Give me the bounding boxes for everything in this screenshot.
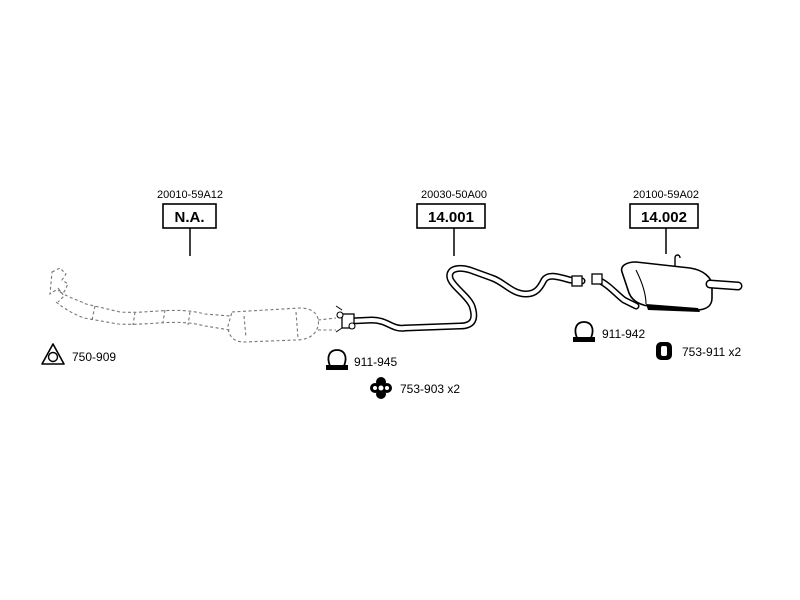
front-pipe-catalyst-drawing [49,267,337,343]
oe-number-rear: 20100-59A02 [633,189,699,201]
clamp-icon [573,321,595,342]
clamp-icon [326,349,348,370]
hardware-label-911-945: 911-945 [354,355,397,369]
gasket-icon [41,343,65,365]
hardware-label-750-909: 750-909 [72,350,116,364]
hardware-label-753-911: 753-911 x2 [682,345,741,359]
intermediate-pipe-drawing [335,264,586,333]
part-number-rear: 14.002 [641,209,687,226]
part-box-middle [416,203,486,229]
hardware-label-911-942: 911-942 [602,327,645,341]
rear-silencer-drawing [591,254,743,312]
part-number-front: N.A. [175,209,205,226]
oe-number-middle: 20030-50A00 [421,189,487,201]
hanger-ring-icon [656,342,672,360]
part-box-rear [629,203,699,229]
rubber-mount-icon [370,377,392,399]
oe-number-front: 20010-59A12 [157,189,223,201]
part-number-middle: 14.001 [428,209,474,226]
hardware-label-753-903: 753-903 x2 [400,382,460,396]
